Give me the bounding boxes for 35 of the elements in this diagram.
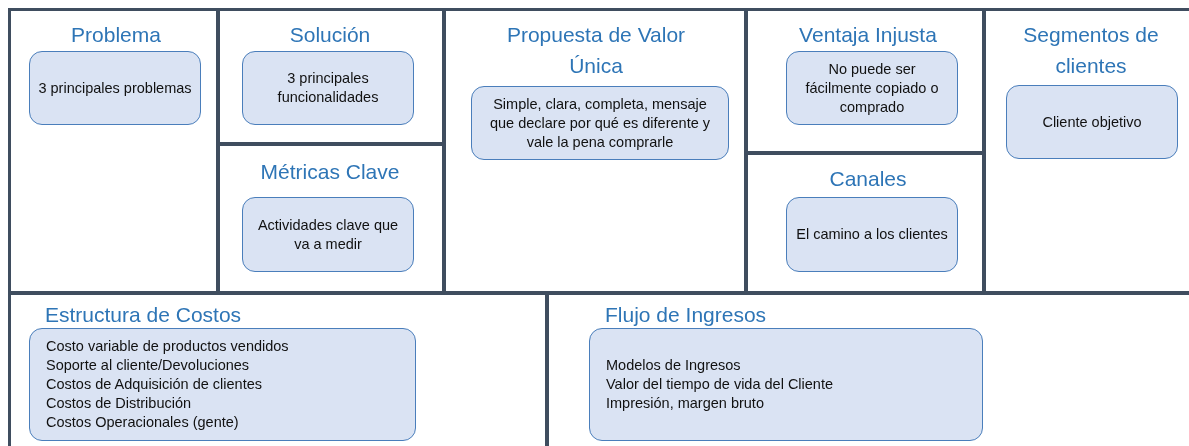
note-box: 3 principales problemas <box>29 51 201 125</box>
note-box: Cliente objetivo <box>1006 85 1178 159</box>
list-item: Valor del tiempo de vida del Cliente <box>606 375 834 394</box>
canvas-section <box>983 8 1189 294</box>
note-box: Simple, clara, completa, mensaje que declare por qué es diferente y vale la pena comprarle <box>471 86 729 160</box>
list-item: Soporte al cliente/Devoluciones <box>46 356 250 375</box>
section-title: Métricas Clave <box>259 159 401 185</box>
canvas-section <box>443 8 747 294</box>
section-title: Canales <box>828 166 908 192</box>
note-box <box>29 328 416 441</box>
list-item: Costos de Adquisición de clientes <box>46 375 263 394</box>
note-box <box>589 328 983 441</box>
list-item: Costos de Distribución <box>46 394 192 413</box>
section-title: Propuesta de Valor Única <box>505 22 687 79</box>
section-title: Ventaja Injusta <box>798 22 938 48</box>
note-box: 3 principales funcionalidades <box>242 51 414 125</box>
section-title: Flujo de Ingresos <box>605 302 768 328</box>
canvas-section <box>217 8 445 145</box>
section-title: Segmentos de clientes <box>1022 22 1160 79</box>
note-box: El camino a los clientes <box>786 197 958 272</box>
list-item: Costos Operacionales (gente) <box>46 413 239 432</box>
section-title: Solución <box>288 22 372 48</box>
canvas-section <box>546 292 1189 446</box>
canvas-section <box>217 143 445 294</box>
canvas-section <box>8 8 219 294</box>
canvas-section <box>745 8 985 154</box>
list-item: Modelos de Ingresos <box>606 356 741 375</box>
section-title: Estructura de Costos <box>45 302 243 328</box>
list-item: Costo variable de productos vendidos <box>46 337 289 356</box>
canvas-section <box>8 292 548 446</box>
section-title: Problema <box>70 22 162 48</box>
canvas-section <box>745 152 985 294</box>
note-box: Actividades clave que va a medir <box>242 197 414 272</box>
note-box: No puede ser fácilmente copiado o comprado <box>786 51 958 125</box>
list-item: Impresión, margen bruto <box>606 394 764 413</box>
